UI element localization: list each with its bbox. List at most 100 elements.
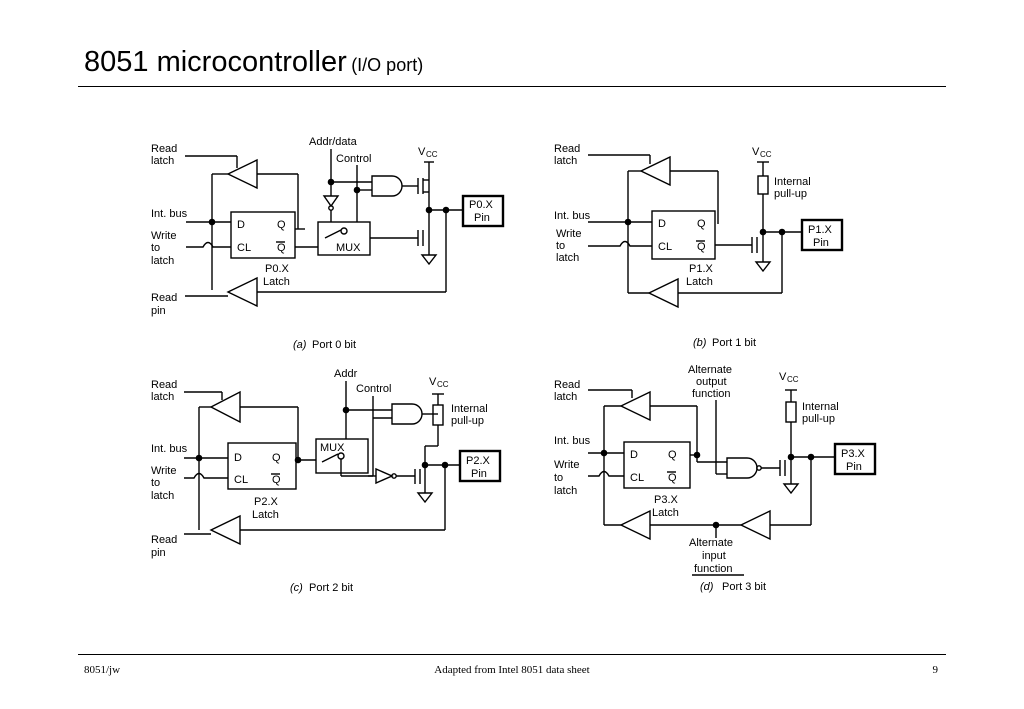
latch-cl: CL <box>658 241 672 253</box>
label-read-latch: latch <box>151 391 174 403</box>
footer-divider <box>78 654 946 655</box>
label-read-latch: latch <box>554 155 577 167</box>
label-int-bus: Int. bus <box>554 210 591 222</box>
latch-box <box>623 441 691 489</box>
latch-name: Latch <box>263 276 290 288</box>
read-pin-buffer <box>619 509 651 541</box>
label-pullup: Internal <box>802 401 839 413</box>
footer-source: Adapted from Intel 8051 data sheet <box>434 664 590 676</box>
read-latch-buffer <box>209 390 241 424</box>
label-read-pin: pin <box>151 547 166 559</box>
slide-title-sub: (I/O port) <box>351 55 424 75</box>
latch-qbar: Q <box>272 474 281 486</box>
latch-name: Latch <box>686 276 713 288</box>
latch-q: Q <box>272 452 281 464</box>
pin-label: P0.X <box>469 199 494 211</box>
label-vcc-sub: CC <box>787 375 799 384</box>
pin-box <box>461 194 505 228</box>
latch-cl: CL <box>234 474 248 486</box>
diagram-port3: Read latch Int. bus Write to latch D Q C… <box>554 364 877 593</box>
label-vcc: V <box>429 376 437 388</box>
label-alt-input: input <box>702 550 726 562</box>
pin-label: P3.X <box>841 448 866 460</box>
label-alt-input: Alternate <box>689 537 733 549</box>
label-vcc: V <box>752 146 760 158</box>
label-write: to <box>151 242 160 254</box>
pullup-resistor <box>432 404 444 426</box>
label-write: to <box>556 240 565 252</box>
and-gate <box>391 403 423 425</box>
diagram-caption: Port 0 bit <box>312 339 356 351</box>
label-pullup: pull-up <box>774 188 807 200</box>
label-write: Write <box>151 230 176 242</box>
pin-label: Pin <box>846 461 862 473</box>
label-write: latch <box>151 490 174 502</box>
latch-d: D <box>630 449 638 461</box>
read-pin-buffer <box>226 276 258 308</box>
latch-name: P0.X <box>265 263 290 275</box>
caption-letter: (c) <box>290 582 303 594</box>
label-int-bus: Int. bus <box>554 435 591 447</box>
label-read-latch: Read <box>151 379 177 391</box>
read-latch-buffer <box>639 155 671 187</box>
inverter <box>375 467 394 485</box>
pin-label: Pin <box>813 237 829 249</box>
label-read-latch: Read <box>151 143 177 155</box>
caption-letter: (a) <box>293 339 307 351</box>
label-pullup: pull-up <box>451 415 484 427</box>
inverter <box>322 195 340 208</box>
pin-label: Pin <box>471 468 487 480</box>
label-pullup: pull-up <box>802 413 835 425</box>
label-alt-output: Alternate <box>688 364 732 376</box>
latch-d: D <box>237 219 245 231</box>
label-control: Control <box>336 153 371 165</box>
label-read-latch: latch <box>151 155 174 167</box>
latch-box <box>651 210 716 260</box>
label-write: latch <box>554 485 577 497</box>
diagram-caption: Port 2 bit <box>309 582 353 594</box>
label-alt-input: function <box>694 563 733 575</box>
latch-qbar: Q <box>277 242 286 254</box>
mux-label: MUX <box>336 242 361 254</box>
label-read-latch: Read <box>554 143 580 155</box>
latch-box <box>227 442 297 490</box>
footer-author: 8051/jw <box>84 664 121 676</box>
pin-box <box>833 442 877 476</box>
label-vcc-sub: CC <box>426 150 438 159</box>
label-read-pin: pin <box>151 305 166 317</box>
latch-q: Q <box>277 219 286 231</box>
pullup-resistor <box>757 175 769 195</box>
read-pin-buffer <box>647 277 679 309</box>
label-addr: Addr <box>334 368 358 380</box>
label-write: latch <box>151 255 174 267</box>
latch-cl: CL <box>237 242 251 254</box>
latch-name: P3.X <box>654 494 679 506</box>
nand-gate <box>726 457 758 479</box>
diagram-port2: Read latch Int. bus Write to latch Read … <box>151 368 502 594</box>
latch-cl: CL <box>630 472 644 484</box>
and-gate <box>371 175 403 197</box>
label-vcc-sub: CC <box>437 380 449 389</box>
mux-label: MUX <box>320 442 345 454</box>
slide-title: 8051 microcontroller (I/O port) <box>84 46 423 79</box>
latch-name: Latch <box>652 507 679 519</box>
label-write: latch <box>556 252 579 264</box>
mux-box <box>315 438 369 474</box>
diagram-caption: Port 1 bit <box>712 337 756 349</box>
latch-qbar: Q <box>697 241 706 253</box>
alt-input-buffer <box>739 509 771 541</box>
title-divider <box>78 86 946 87</box>
label-vcc: V <box>418 146 426 158</box>
label-read-latch: latch <box>554 391 577 403</box>
pin-box <box>458 449 502 483</box>
label-int-bus: Int. bus <box>151 443 188 455</box>
label-vcc-sub: CC <box>760 150 772 159</box>
label-addr-data: Addr/data <box>309 136 358 148</box>
label-read-pin: Read <box>151 534 177 546</box>
pin-label: P1.X <box>808 224 833 236</box>
latch-name: P1.X <box>689 263 714 275</box>
label-control: Control <box>356 383 391 395</box>
page-number: 9 <box>932 664 939 676</box>
latch-q: Q <box>668 449 677 461</box>
